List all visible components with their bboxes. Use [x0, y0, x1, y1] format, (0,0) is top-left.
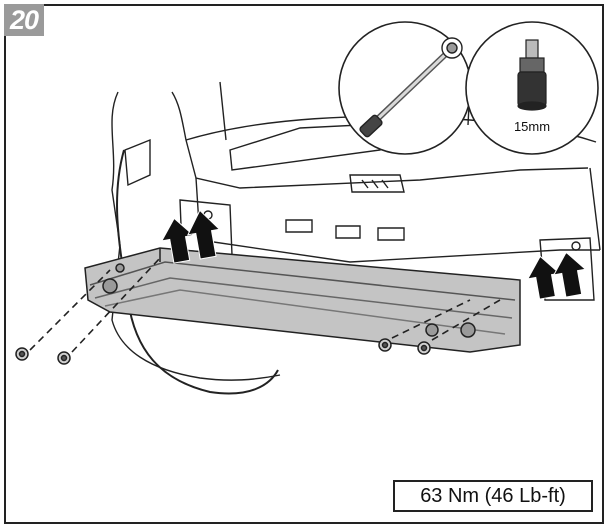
socket-icon — [517, 39, 547, 111]
bumper-reinforcement-beam — [84, 247, 521, 353]
socket-callout: 15mm — [465, 21, 599, 155]
ratchet-callout — [338, 21, 472, 155]
mounting-nuts — [15, 338, 431, 365]
socket-size-label: 15mm — [514, 119, 550, 134]
alignment-dashed-lines — [29, 257, 501, 353]
installation-arrows — [160, 209, 587, 300]
step-number-badge: 20 — [4, 4, 44, 36]
ratchet-icon — [359, 37, 463, 138]
torque-spec-box: 63 Nm (46 Lb-ft) — [393, 480, 593, 512]
